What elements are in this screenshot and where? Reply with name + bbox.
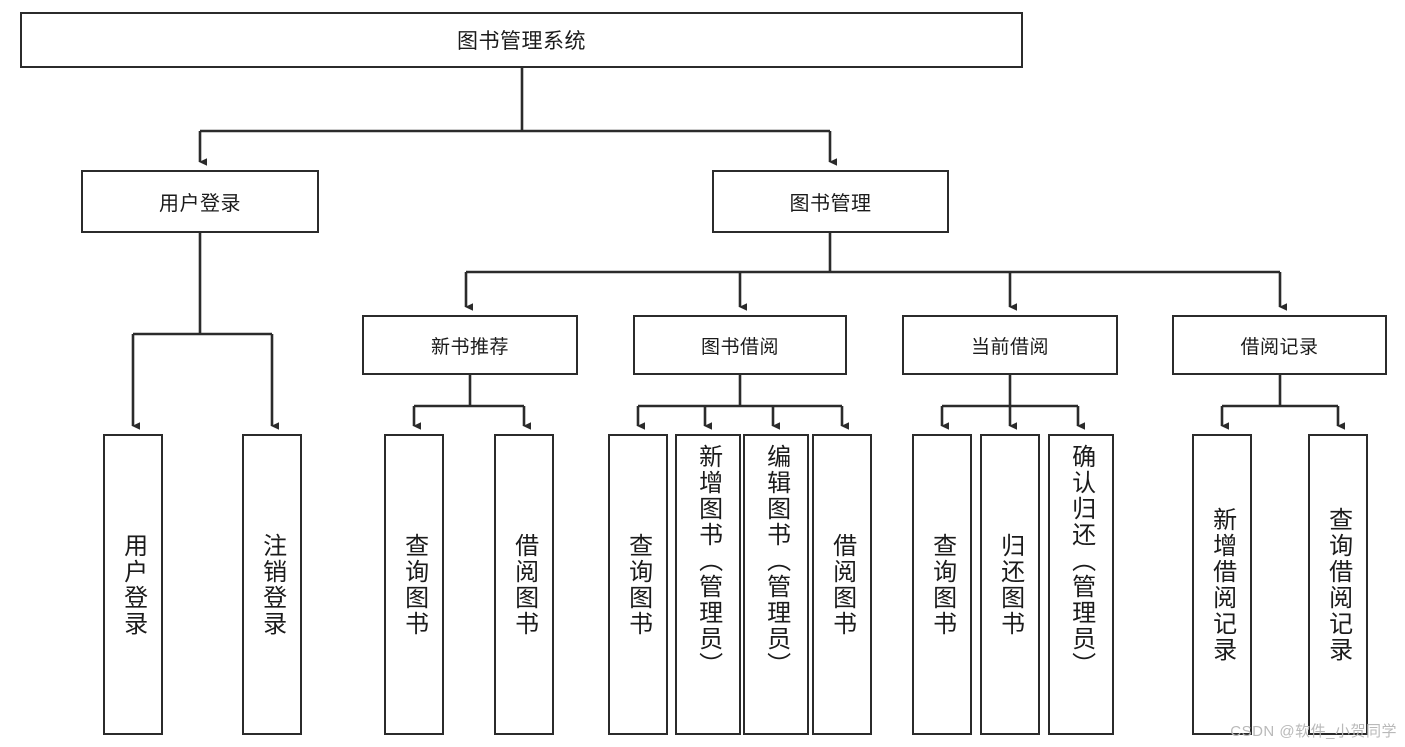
node-label: 图书管理 xyxy=(789,193,872,215)
leaf-query-book-borrow[interactable]: 查询图书 xyxy=(608,434,668,735)
node-label: 查询图书 xyxy=(400,532,428,637)
node-label: 新增借阅记录 xyxy=(1208,506,1236,663)
node-root-system[interactable]: 图书管理系统 xyxy=(20,12,1023,68)
node-label: 查询图书 xyxy=(624,532,652,637)
node-label: 编辑图书（管理员） xyxy=(762,444,790,678)
node-user-login[interactable]: 用户登录 xyxy=(81,170,319,233)
node-label: 注销登录 xyxy=(258,532,286,637)
node-book-borrowing[interactable]: 图书借阅 xyxy=(633,315,847,375)
node-label: 借阅图书 xyxy=(510,532,538,637)
leaf-edit-book-admin[interactable]: 编辑图书（管理员） xyxy=(743,434,809,735)
leaf-add-book-admin[interactable]: 新增图书（管理员） xyxy=(675,434,741,735)
node-label: 查询借阅记录 xyxy=(1324,506,1352,663)
leaf-user-login[interactable]: 用户登录 xyxy=(103,434,163,735)
leaf-return-book[interactable]: 归还图书 xyxy=(980,434,1040,735)
node-label: 归还图书 xyxy=(996,532,1024,637)
leaf-confirm-return-admin[interactable]: 确认归还（管理员） xyxy=(1048,434,1114,735)
node-borrowing-record[interactable]: 借阅记录 xyxy=(1172,315,1387,375)
leaf-borrow-book-newbook[interactable]: 借阅图书 xyxy=(494,434,554,735)
leaf-query-borrow-record[interactable]: 查询借阅记录 xyxy=(1308,434,1368,735)
node-new-book-recommendation[interactable]: 新书推荐 xyxy=(362,315,578,375)
leaf-borrow-book-borrow[interactable]: 借阅图书 xyxy=(812,434,872,735)
node-label: 查询图书 xyxy=(928,532,956,637)
node-label: 借阅记录 xyxy=(1240,336,1319,358)
leaf-logout[interactable]: 注销登录 xyxy=(242,434,302,735)
node-label: 新增图书（管理员） xyxy=(694,444,722,678)
node-book-management[interactable]: 图书管理 xyxy=(712,170,949,233)
node-label: 新书推荐 xyxy=(430,336,509,358)
node-label: 用户登录 xyxy=(159,193,241,215)
node-label: 确认归还（管理员） xyxy=(1067,444,1095,678)
leaf-add-borrow-record[interactable]: 新增借阅记录 xyxy=(1192,434,1252,735)
node-label: 借阅图书 xyxy=(828,532,856,637)
watermark: CSDN @软件_小贺同学 xyxy=(1230,723,1397,740)
node-label: 当前借阅 xyxy=(970,336,1049,358)
leaf-query-book-current[interactable]: 查询图书 xyxy=(912,434,972,735)
node-current-borrowing[interactable]: 当前借阅 xyxy=(902,315,1118,375)
node-label: 图书借阅 xyxy=(700,336,779,358)
leaf-query-book-newbook[interactable]: 查询图书 xyxy=(384,434,444,735)
node-label: 用户登录 xyxy=(119,532,147,637)
node-label: 图书管理系统 xyxy=(457,30,586,53)
